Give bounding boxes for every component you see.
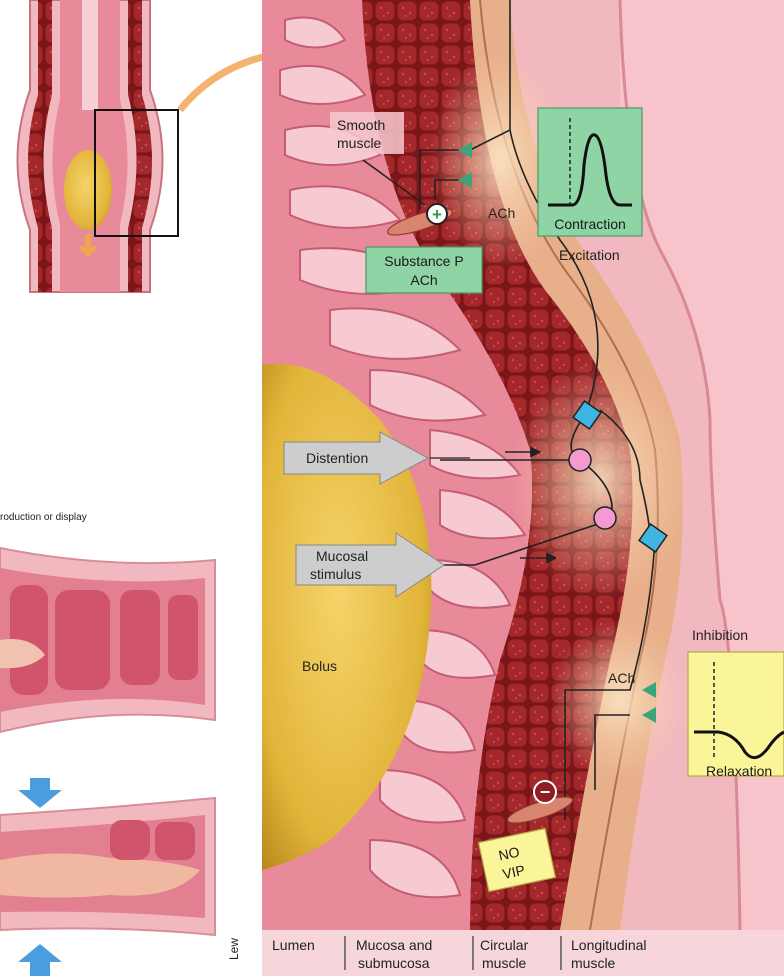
mucosal-label-2: stimulus bbox=[310, 566, 361, 582]
circular-label-1: Circular bbox=[480, 937, 529, 953]
excitation-label: Excitation bbox=[559, 247, 620, 263]
ach-top-label: ACh bbox=[488, 205, 515, 221]
layer-label-bar: Lumen Mucosa and submucosa Circular musc… bbox=[262, 930, 784, 976]
relaxation-box: Relaxation bbox=[688, 652, 784, 779]
substance-p-box: Substance P ACh bbox=[366, 247, 482, 293]
small-bolus bbox=[64, 150, 112, 230]
mucosa-label-2: submucosa bbox=[358, 955, 430, 971]
distention-label: Distention bbox=[306, 450, 368, 466]
up-arrow-icon bbox=[18, 944, 62, 976]
bottom-left-panels bbox=[0, 548, 215, 976]
smooth-muscle-label-1: Smooth bbox=[337, 117, 385, 133]
relaxation-label: Relaxation bbox=[706, 763, 772, 779]
contraction-box: Contraction bbox=[538, 108, 642, 236]
interneuron-1 bbox=[569, 449, 591, 471]
minus-sign: − bbox=[540, 782, 551, 802]
longitudinal-label-1: Longitudinal bbox=[571, 937, 647, 953]
interneuron-2 bbox=[594, 507, 616, 529]
circular-label-2: muscle bbox=[482, 955, 527, 971]
smooth-muscle-label-2: muscle bbox=[337, 135, 382, 151]
mucosa-label-1: Mucosa and bbox=[356, 937, 432, 953]
longitudinal-label-2: muscle bbox=[571, 955, 616, 971]
plus-sign: + bbox=[432, 205, 442, 224]
contraction-label: Contraction bbox=[554, 216, 626, 232]
lumen-label: Lumen bbox=[272, 937, 315, 953]
mucosal-label-1: Mucosal bbox=[316, 548, 368, 564]
down-arrow-icon bbox=[18, 778, 62, 808]
copyright-fragment: roduction or display bbox=[0, 512, 87, 523]
credit-text: Lew bbox=[227, 938, 241, 960]
bolus-label: Bolus bbox=[302, 658, 337, 674]
overview-gut-figure bbox=[0, 0, 304, 292]
inhibition-label: Inhibition bbox=[692, 627, 748, 643]
ach-bottom-label: ACh bbox=[608, 670, 635, 686]
substance-p-text: Substance P bbox=[384, 253, 463, 269]
ach-box-text: ACh bbox=[410, 272, 437, 288]
